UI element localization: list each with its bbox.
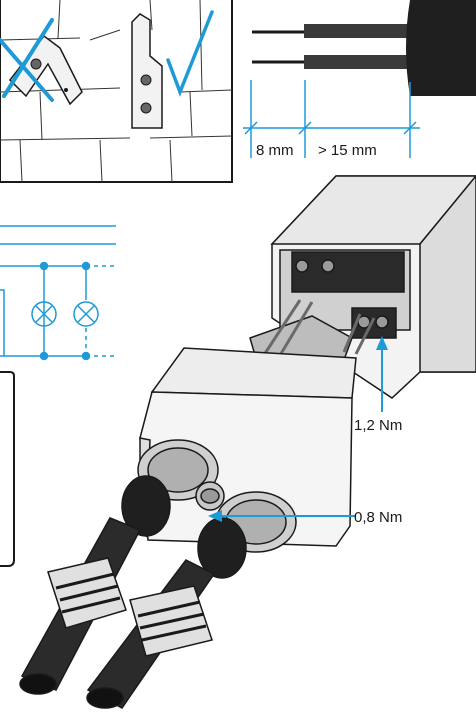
torque-callout-housing: 0,8 Nm — [208, 509, 402, 526]
bracket-wrong — [9, 34, 83, 106]
lamp-symbol-icon — [31, 301, 57, 327]
torque-callout-terminal: 1,2 Nm — [354, 336, 402, 434]
wall-mounting-panel — [0, 0, 233, 183]
cable-strip-panel: 8 mm > 15 mm — [243, 0, 476, 159]
cable-gland-left — [121, 439, 219, 537]
terminal-torque-label: 1,2 Nm — [354, 417, 402, 434]
connector-assembly — [19, 174, 476, 709]
strip-length-label: 8 mm — [256, 142, 294, 159]
cross-mark-icon — [0, 18, 54, 102]
bracket-correct — [131, 13, 163, 129]
sheath-length-label: > 15 mm — [318, 142, 377, 159]
wiring-schematic — [0, 225, 116, 361]
check-mark-icon — [166, 10, 214, 97]
cable-gland-right — [197, 491, 297, 579]
lamp-symbol-icon — [73, 301, 99, 327]
housing-torque-label: 0,8 Nm — [354, 509, 402, 526]
note-box — [0, 371, 15, 567]
